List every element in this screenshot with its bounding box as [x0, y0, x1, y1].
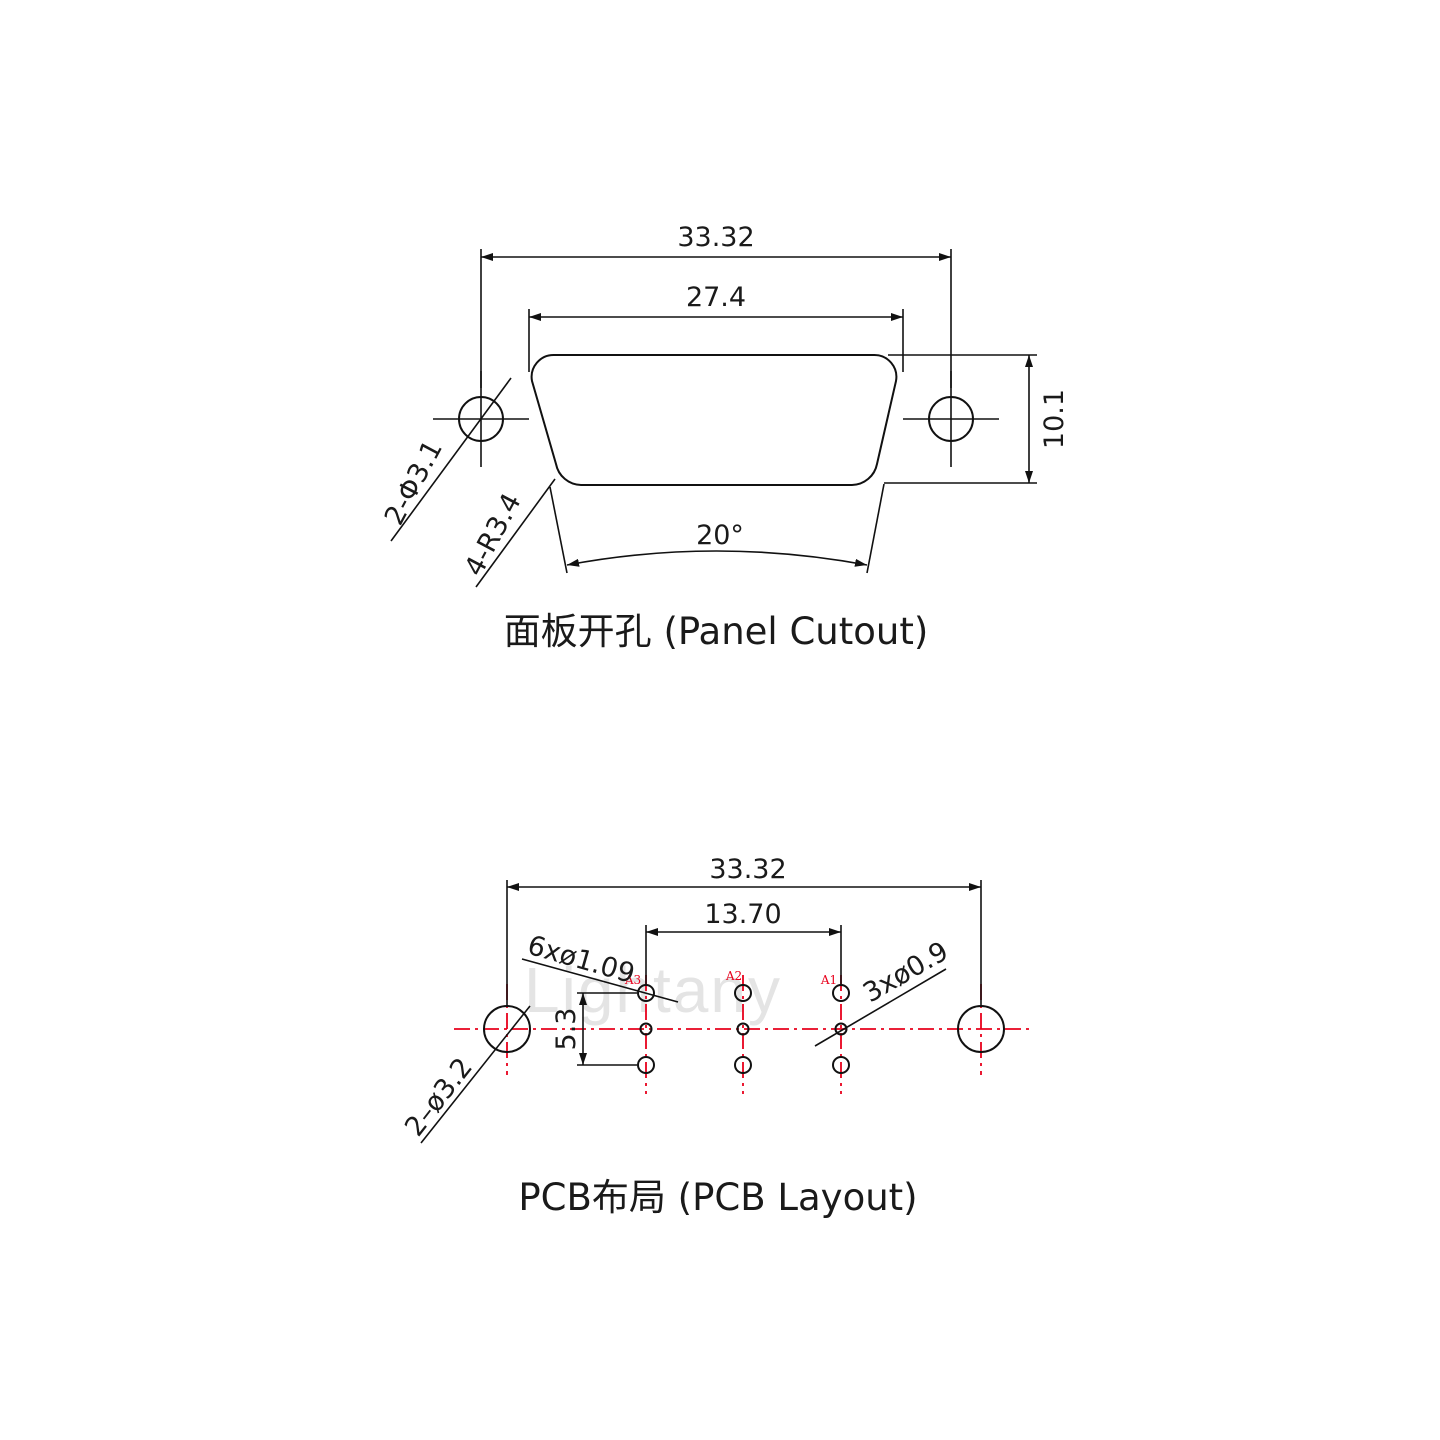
pin-label-a3: A3: [624, 973, 641, 987]
pcb-pitch-dimension: 13.70: [704, 899, 781, 930]
pcb-layout-caption: PCB布局 (PCB Layout): [518, 1176, 917, 1219]
panel-overall-dimension: 33.32: [677, 222, 754, 253]
pin-column-a2: [734, 984, 752, 1074]
pin-label-a2: A2: [725, 969, 742, 983]
panel-opening-dimension: 27.4: [686, 282, 746, 313]
panel-angle-dimension: 20°: [696, 520, 744, 551]
panel-hole-callout: 2-Φ3.1: [379, 435, 449, 530]
pin-column-a3: [637, 984, 655, 1074]
watermark: Lightany: [524, 954, 782, 1026]
pcb-mount-hole-callout: 2–ø3.2: [399, 1052, 479, 1142]
pcb-overall-dimension: 33.32: [709, 854, 786, 885]
panel-cutout-caption: 面板开孔 (Panel Cutout): [504, 610, 929, 653]
panel-angle-arc: [566, 550, 868, 567]
panel-cutout-view: 33.32 27.4 10.1 2-Φ3.1 4-R3.4 20° 面板开孔 (…: [379, 222, 1070, 653]
pin-column-a1: [832, 984, 850, 1074]
pin-label-a1: A1: [820, 973, 837, 987]
panel-height-dimension: 10.1: [1039, 389, 1070, 449]
pcb-row-dimension: 5.3: [551, 1008, 582, 1051]
pcb-layout-view: Lightany A3 A2 A1: [399, 854, 1032, 1219]
panel-radius-callout: 4-R3.4: [459, 488, 528, 581]
d-sub-opening-outline: [530, 353, 898, 486]
